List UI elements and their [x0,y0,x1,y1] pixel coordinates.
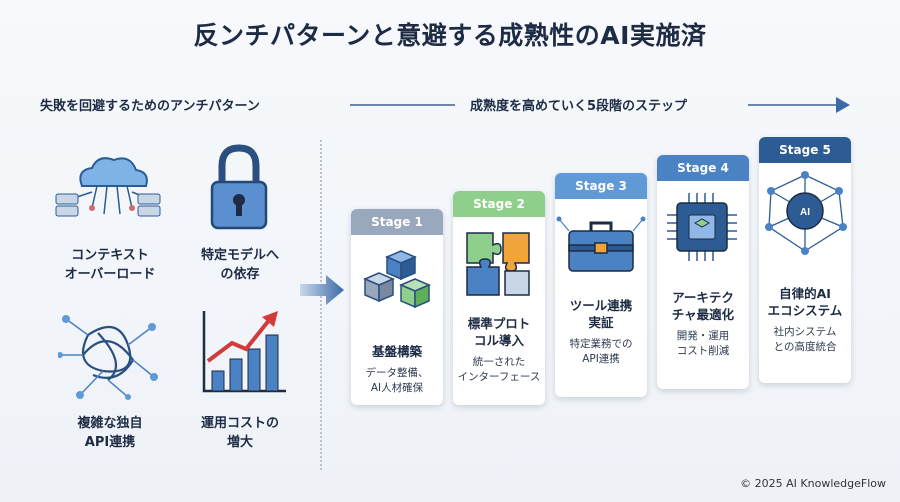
puzzle-icon [466,232,530,296]
antipattern-heading: 失敗を回避するためのアンチパターン [40,99,260,114]
stage-desc: 統一された インターフェース [457,356,541,383]
stage-desc: データ整備、 AI人材確保 [365,367,429,394]
stage-card-2: Stage 2 標準プロト コル導入 統一された インターフェース [453,191,545,405]
stage-card-1: Stage 1 基盤構築 データ整備、 AI人材確保 [351,209,443,405]
toolbox-icon [556,216,646,272]
stage-desc: 開発・運用 コスト削減 [676,330,730,357]
stage-label: Stage 2 [453,191,545,217]
stage-label: Stage 3 [555,173,647,199]
antipattern-label: 複雑な独自 API連携 [77,416,143,450]
stage-label: Stage 4 [657,155,749,181]
stage-card-3: Stage 3 ツール連携 実証 特定業務での API連携 [555,173,647,397]
stage-card-4: Stage 4 アーキテク チャ最適化 開発・運用 コスト削減 [657,155,749,389]
heading-rule-left [350,104,455,106]
rising-bar-chart-icon [202,311,286,393]
antipattern-label: コンテキスト オーバーロード [64,248,156,282]
stage-title: ツール連携 実証 [569,298,633,330]
progress-arrow-icon [836,97,850,113]
ai-badge: AI [800,207,810,218]
stage-title: アーキテク チャ最適化 [671,290,735,322]
stage-title: 基盤構築 [371,344,422,359]
cubes-icon [363,250,431,309]
stage-card-5: Stage 5 AI 自律的AI エコシステム 社内システム との高度統合 [759,137,851,383]
antipattern-label: 特定モデルへ の依存 [200,248,279,282]
arrow-right-icon [300,275,344,305]
stage-title: 標準プロト コル導入 [467,316,531,348]
stage-title: 自律的AI エコシステム [767,286,843,318]
ai-brain-network-icon: AI [765,171,847,255]
heading-rule-right [748,104,840,106]
stages-heading: 成熟度を高めていく5段階のステップ [470,99,688,114]
antipattern-label: 運用コストの 増大 [200,416,279,450]
tangled-network-icon [58,315,158,400]
copyright: © 2025 AI KnowledgeFlow [740,477,886,490]
padlock-icon [210,144,268,230]
section-divider [320,140,322,470]
page-title: 反ンチパターンと意避する成熟性のAI実施済 [193,21,707,50]
stage-desc: 特定業務での API連携 [569,338,633,365]
stage-label: Stage 1 [351,209,443,235]
stage-label: Stage 5 [759,137,851,163]
chip-icon [667,193,737,261]
stage-desc: 社内システム との高度統合 [773,326,837,353]
cloud-network-icon [55,157,161,217]
